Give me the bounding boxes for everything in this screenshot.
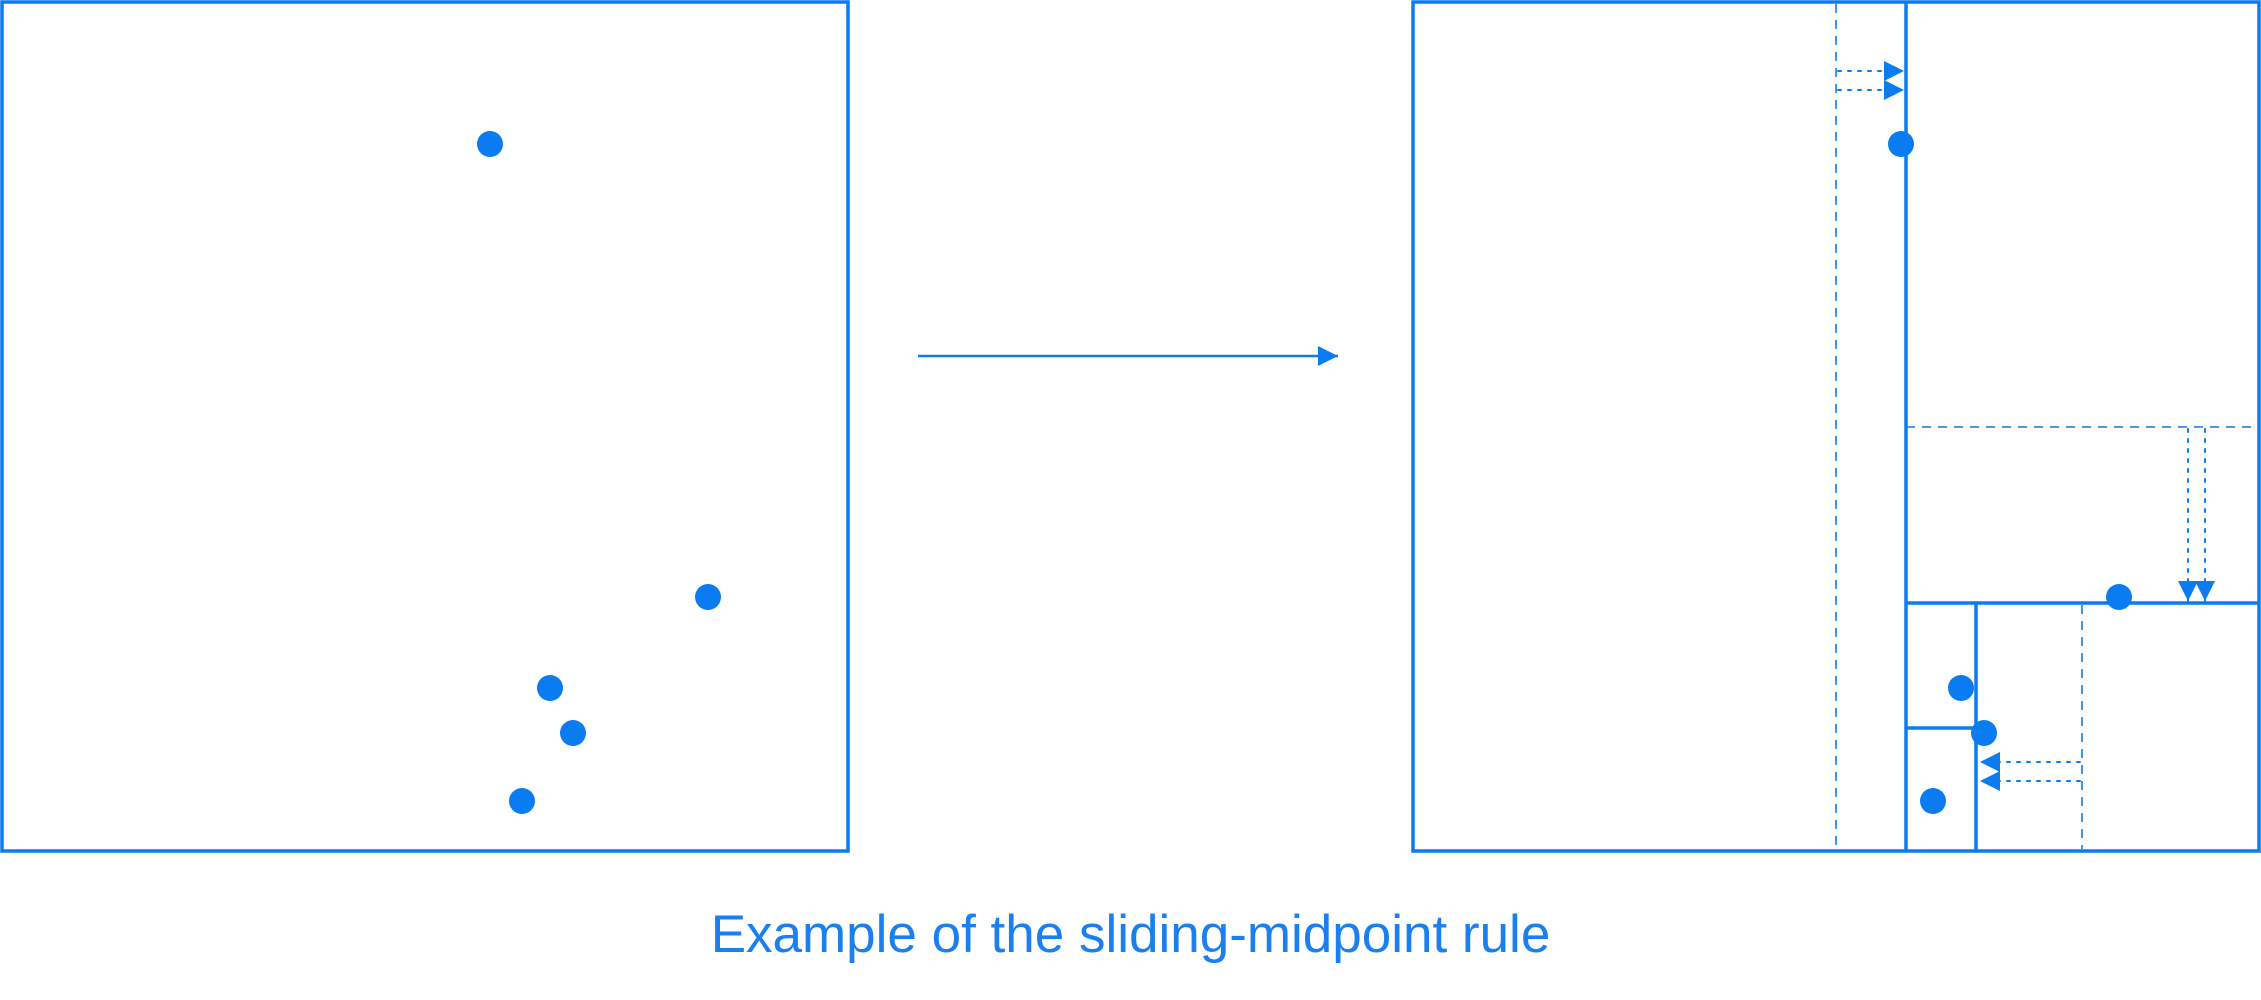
data-point [1920, 788, 1946, 814]
data-point [477, 131, 503, 157]
before-points [477, 131, 721, 814]
slide-arrows [1837, 61, 2215, 791]
after-panel [1411, 0, 2261, 853]
data-point [695, 584, 721, 610]
data-point [1948, 675, 1974, 701]
after-points [1888, 131, 2132, 814]
data-point [1888, 131, 1914, 157]
data-point [1971, 720, 1997, 746]
data-point [560, 720, 586, 746]
after-bounding-box [1411, 0, 2261, 853]
data-point [2106, 584, 2132, 610]
before-panel [0, 0, 850, 853]
data-point [537, 675, 563, 701]
data-point [509, 788, 535, 814]
before-bounding-box [0, 0, 850, 853]
midpoint-split-lines [1835, 4, 2257, 849]
figure-caption: Example of the sliding-midpoint rule [710, 905, 1551, 964]
